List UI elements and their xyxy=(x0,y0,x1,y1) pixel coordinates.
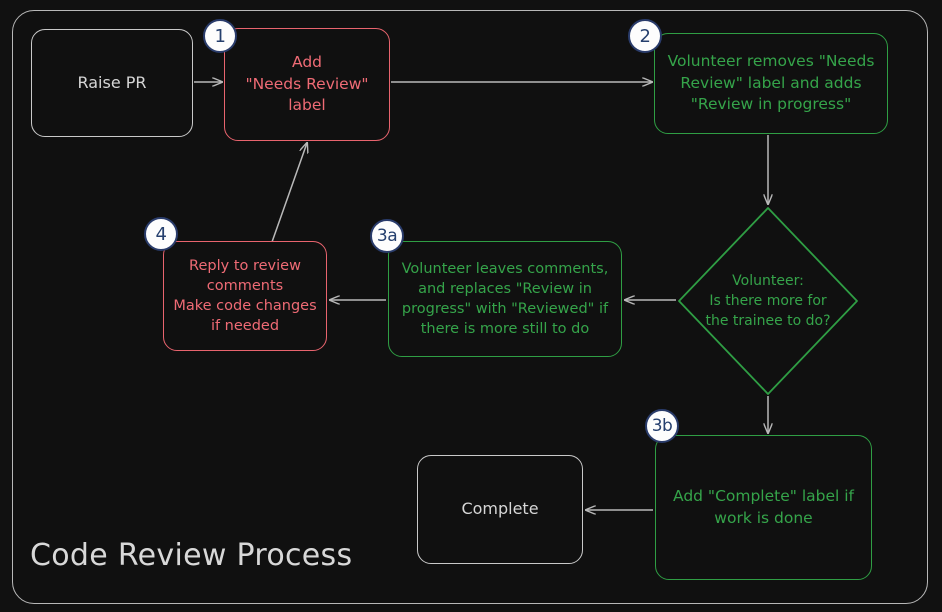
node-complete[interactable]: Complete xyxy=(417,455,583,564)
step-badge-3b: 3b xyxy=(645,409,679,443)
step-badge-1: 1 xyxy=(203,19,237,53)
node-volunteer-removes-needs-review[interactable]: Volunteer removes "Needs Review" label a… xyxy=(654,33,888,134)
node-volunteer-leaves-comments-label: Volunteer leaves comments, and replaces … xyxy=(401,261,609,337)
node-add-complete-label-text: Add "Complete" label if work is done xyxy=(673,487,854,527)
step-badge-3a: 3a xyxy=(370,219,404,253)
step-badge-4: 4 xyxy=(144,217,178,251)
diagram-title: Code Review Process xyxy=(30,538,353,573)
node-volunteer-leaves-comments[interactable]: Volunteer leaves comments, and replaces … xyxy=(388,241,622,357)
node-raise-pr-label: Raise PR xyxy=(77,72,147,92)
node-reply-to-review-comments-label: Reply to review comments Make code chang… xyxy=(173,258,317,334)
node-reply-to-review-comments[interactable]: Reply to review comments Make code chang… xyxy=(163,241,327,351)
node-raise-pr[interactable]: Raise PR xyxy=(31,29,193,137)
node-volunteer-removes-label: Volunteer removes "Needs Review" label a… xyxy=(667,52,875,114)
node-add-complete-label[interactable]: Add "Complete" label if work is done xyxy=(655,435,872,580)
diamond-shape xyxy=(678,207,858,395)
node-complete-label: Complete xyxy=(461,499,539,519)
node-add-needs-review-label[interactable]: Add "Needs Review" label xyxy=(224,28,390,141)
node-add-needs-review-label-text: Add "Needs Review" label xyxy=(245,53,369,115)
node-decision-label: Volunteer: Is there more for the trainee… xyxy=(705,272,831,330)
step-badge-2: 2 xyxy=(628,19,662,53)
node-decision-more-for-trainee[interactable]: Volunteer: Is there more for the trainee… xyxy=(676,205,860,397)
